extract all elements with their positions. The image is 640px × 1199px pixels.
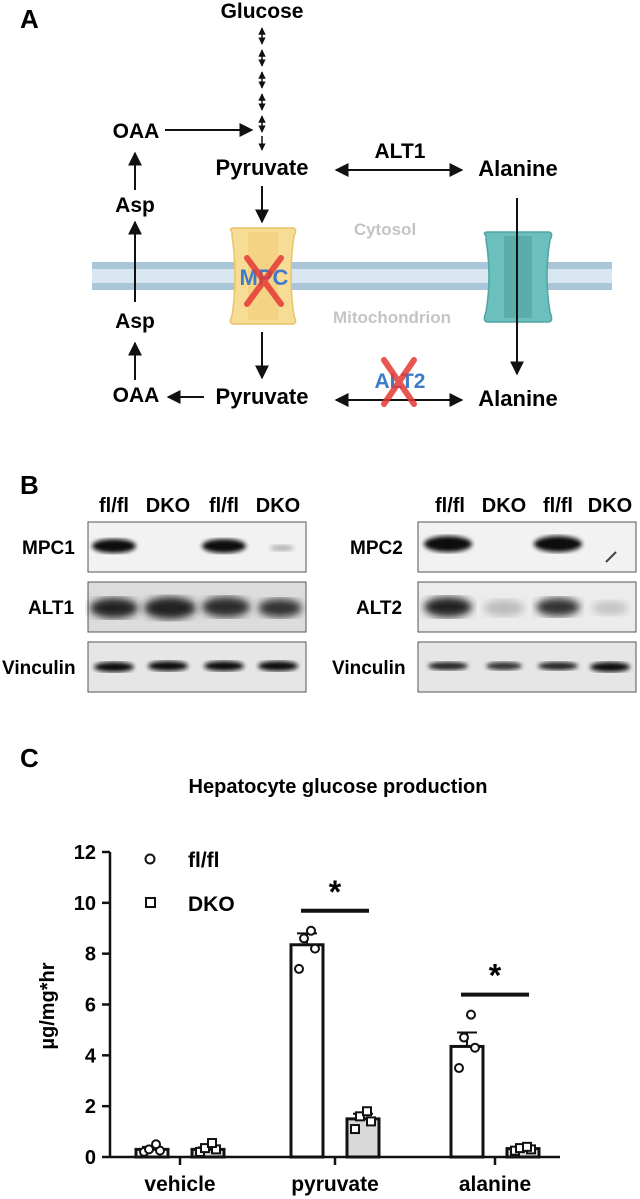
blot-mpc1 (87, 521, 307, 573)
lane-label: fl/fl (543, 495, 573, 517)
data-point-flfl (299, 933, 309, 944)
y-tick-label: 4 (85, 1045, 97, 1067)
pyruvate-cytosol-label: Pyruvate (216, 155, 309, 180)
lane-label: fl/fl (435, 495, 465, 517)
asp-top-label: Asp (115, 194, 155, 217)
blot-mpc2 (417, 521, 637, 573)
lane-label: DKO (482, 495, 526, 517)
bar-flfl-pyruvate (289, 943, 325, 1159)
alanine-cytosol-label: Alanine (478, 156, 557, 181)
panel-b-letter: B (20, 470, 39, 500)
bar-flfl-alanine (449, 1044, 485, 1159)
oaa-top-label: OAA (113, 120, 160, 143)
data-point-dko (207, 1138, 217, 1149)
data-point-dko (366, 1116, 376, 1127)
cytosol-label: Cytosol (354, 220, 416, 239)
data-point-flfl (151, 1139, 161, 1150)
row-label-alt1: ALT1 (28, 598, 75, 619)
data-point-dko (522, 1141, 532, 1152)
y-axis-label: µg/mg*hr (37, 962, 59, 1049)
data-point-dko (200, 1143, 210, 1154)
glucose-production-chart: C Hepatocyte glucose production µg/mg*hr… (20, 743, 560, 1196)
alt2-knockout-cross-icon (381, 357, 417, 407)
alanine-mito-label: Alanine (478, 386, 557, 411)
data-point-dko (350, 1124, 360, 1135)
legend-marker-flfl (144, 853, 156, 865)
data-point-flfl (470, 1042, 480, 1053)
x-tick-label: alanine (459, 1173, 531, 1196)
row-label-vinculin-right: Vinculin (332, 658, 406, 679)
data-point-flfl (310, 943, 320, 954)
lane-label: DKO (588, 495, 632, 517)
significance-star: * (489, 958, 502, 994)
pathway-diagram: A Glucose OAA Pyruvate ALT1 Alanine Asp … (20, 0, 612, 411)
right-lane-labels: fl/fl DKO fl/fl DKO (435, 495, 632, 517)
lane-label: fl/fl (209, 495, 239, 517)
panel-c-letter: C (20, 743, 39, 773)
panel-a-letter: A (20, 4, 39, 34)
lane-label: DKO (256, 495, 300, 517)
lane-label: DKO (146, 495, 190, 517)
left-lane-labels: fl/fl DKO fl/fl DKO (99, 495, 300, 517)
data-point-flfl (144, 1144, 154, 1155)
data-point-dko (362, 1106, 372, 1117)
legend-label: DKO (188, 893, 235, 916)
x-tick-label: pyruvate (291, 1173, 379, 1196)
y-tick-label: 2 (85, 1096, 96, 1118)
blot-alt2 (417, 581, 637, 633)
mitochondrion-label: Mitochondrion (333, 308, 451, 327)
western-blot-panel: B fl/fl DKO fl/fl DKO fl/fl DKO fl/fl DK… (2, 470, 637, 693)
y-tick-label: 12 (74, 842, 96, 864)
legend-marker-dko (145, 897, 156, 908)
blot-vinculin-right (417, 641, 637, 693)
blot-alt1 (87, 581, 307, 633)
y-tick-label: 6 (85, 995, 96, 1017)
row-label-mpc1: MPC1 (22, 538, 75, 559)
pyruvate-mito-label: Pyruvate (216, 384, 309, 409)
mpc-knockout-cross-icon (244, 255, 284, 307)
data-point-flfl (306, 925, 316, 936)
data-point-flfl (466, 1009, 476, 1020)
y-tick-label: 0 (85, 1147, 96, 1169)
glucose-label: Glucose (221, 0, 304, 23)
data-point-dko (355, 1111, 365, 1122)
row-label-alt2: ALT2 (356, 598, 402, 619)
row-label-vinculin-left: Vinculin (2, 658, 76, 679)
row-label-mpc2: MPC2 (350, 538, 403, 559)
x-tick-label: vehicle (144, 1173, 215, 1196)
legend-label: fl/fl (188, 849, 220, 872)
blot-vinculin-left (87, 641, 307, 693)
data-point-flfl (294, 963, 304, 974)
oaa-bottom-label: OAA (113, 384, 160, 407)
y-tick-label: 8 (85, 944, 96, 966)
data-point-flfl (459, 1032, 469, 1043)
y-tick-label: 10 (74, 893, 96, 915)
chart-title: Hepatocyte glucose production (189, 776, 488, 798)
lane-label: fl/fl (99, 495, 129, 517)
significance-star: * (329, 874, 342, 910)
asp-bottom-label: Asp (115, 310, 155, 333)
data-point-flfl (454, 1063, 464, 1074)
alt1-label: ALT1 (375, 140, 426, 163)
